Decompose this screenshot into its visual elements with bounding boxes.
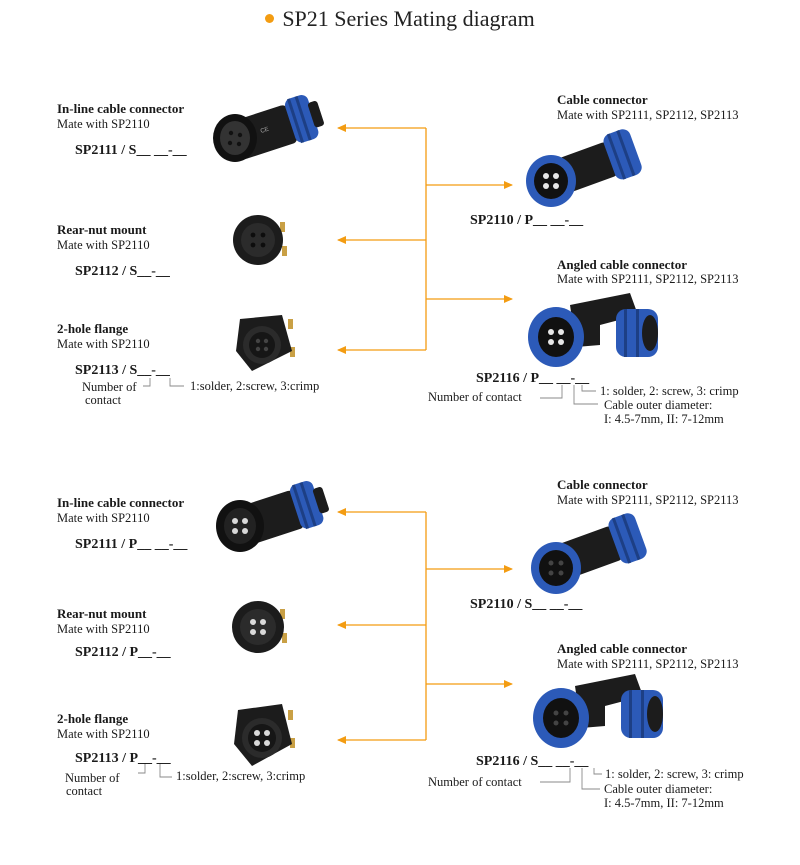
cable-connector-male-image <box>526 129 642 207</box>
part-number-sp2111-s: SP2111 / S__ __-__ <box>75 143 187 158</box>
part-number-sp2111-p: SP2111 / P__ __-__ <box>75 537 188 552</box>
inline-cable-connector-male-image <box>216 480 329 552</box>
part-number-sp2112-s: SP2112 / S__-__ <box>75 264 170 279</box>
heading-angled-cable-connector: Angled cable connector <box>557 641 687 656</box>
mate-with-text: Mate with SP2110 <box>57 238 150 252</box>
note-cable-diameter: Cable outer diameter: <box>604 398 713 412</box>
part-number-sp2112-p: SP2112 / P__-__ <box>75 645 171 660</box>
two-hole-flange-male-image <box>234 704 295 766</box>
mate-with-text: Mate with SP2110 <box>57 511 150 525</box>
part-number-sp2110-p: SP2110 / P__ __-__ <box>470 213 584 228</box>
mate-with-text: Mate with SP2111, SP2112, SP2113 <box>557 493 739 507</box>
mate-with-text: Mate with SP2111, SP2112, SP2113 <box>557 108 739 122</box>
heading-angled-cable-connector: Angled cable connector <box>557 257 687 272</box>
cable-connector-female-image <box>531 513 647 594</box>
heading-inline-cable-connector: In-line cable connector <box>57 495 185 510</box>
part-number-sp2116-p: SP2116 / P__ __-__ <box>476 371 590 386</box>
mate-with-text: Mate with SP2111, SP2112, SP2113 <box>557 272 739 286</box>
heading-cable-connector: Cable connector <box>557 92 648 107</box>
part-number-sp2113-s: SP2113 / S__-__ <box>75 363 170 378</box>
note-contact: contact <box>66 784 103 798</box>
mate-with-text: Mate with SP2111, SP2112, SP2113 <box>557 657 739 671</box>
heading-2-hole-flange: 2-hole flange <box>57 711 129 726</box>
inline-cable-connector-female-image: CE <box>213 94 324 162</box>
note-termination: 1: solder, 2: screw, 3: crimp <box>605 767 744 781</box>
mate-with-text: Mate with SP2110 <box>57 622 150 636</box>
part-number-sp2113-p: SP2113 / P__-__ <box>75 751 171 766</box>
note-cable-diameter: Cable outer diameter: <box>604 782 713 796</box>
bullet-dot-icon <box>265 14 275 24</box>
note-diameter-range: I: 4.5-7mm, II: 7-12mm <box>604 796 724 810</box>
svg-text:CE: CE <box>260 127 270 135</box>
title-text: SP21 Series Mating diagram <box>282 6 535 31</box>
heading-2-hole-flange: 2-hole flange <box>57 321 129 336</box>
note-number-of: Number of <box>65 771 120 785</box>
note-number-of-contact: Number of contact <box>428 390 522 404</box>
heading-inline-cable-connector: In-line cable connector <box>57 101 185 116</box>
note-number-of-contact: Number of contact <box>428 775 522 789</box>
note-contact: contact <box>85 393 122 407</box>
note-termination: 1:solder, 2:screw, 3:crimp <box>190 379 320 393</box>
note-number-of: Number of <box>82 380 137 394</box>
mate-with-text: Mate with SP2110 <box>57 337 150 351</box>
heading-cable-connector: Cable connector <box>557 477 648 492</box>
heading-rear-nut-mount: Rear-nut mount <box>57 222 147 237</box>
note-diameter-range: I: 4.5-7mm, II: 7-12mm <box>604 412 724 426</box>
part-number-sp2110-s: SP2110 / S__ __-__ <box>470 597 583 612</box>
two-hole-flange-female-image <box>236 315 295 371</box>
mate-with-text: Mate with SP2110 <box>57 727 150 741</box>
note-termination: 1:solder, 2:screw, 3:crimp <box>176 769 306 783</box>
diagram-title: SP21 Series Mating diagram <box>0 6 800 32</box>
rear-nut-mount-male-image <box>232 601 287 653</box>
angled-cable-connector-male-image <box>528 293 658 367</box>
mate-with-text: Mate with SP2110 <box>57 117 150 131</box>
part-number-sp2116-s: SP2116 / S__ __-__ <box>476 754 589 769</box>
rear-nut-mount-female-image <box>233 215 287 265</box>
angled-cable-connector-female-image <box>533 674 663 748</box>
heading-rear-nut-mount: Rear-nut mount <box>57 606 147 621</box>
note-termination: 1: solder, 2: screw, 3: crimp <box>600 384 739 398</box>
